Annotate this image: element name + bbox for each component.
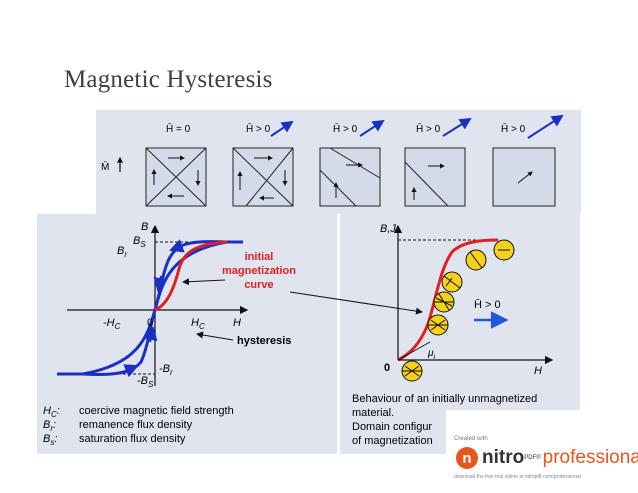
domain-box-5 — [492, 147, 556, 207]
domain-circle-3 — [433, 291, 455, 313]
domain-circle-4 — [441, 271, 463, 293]
state-label-1: H̄ = 0 — [166, 122, 191, 135]
m-label: M̄ — [101, 160, 109, 173]
field-arrow-1 — [270, 120, 294, 137]
domain-circle-5 — [465, 249, 487, 271]
nitro-watermark: Created with n nitro PDF® professional d… — [446, 410, 638, 490]
hysteresis-panel: B H BS Br -HC 0 HC -Br -BS initial magne… — [37, 214, 337, 454]
legend-desc-br: remanence flux density — [79, 419, 193, 431]
initial-pointer — [182, 278, 226, 286]
domain-box-4 — [404, 147, 466, 207]
domain-circle-2 — [427, 314, 449, 336]
nitro-logo-icon: n — [456, 447, 478, 469]
hyst-zero-label: 0 — [147, 317, 153, 329]
domain-box-2 — [232, 147, 294, 207]
hysteresis-label: hysteresis — [237, 335, 291, 347]
watermark-brand: n nitro PDF® professional — [456, 447, 638, 469]
mag-initial-curve — [397, 238, 499, 362]
hysteresis-chart: B H BS Br -HC 0 HC -Br -BS initial magne… — [43, 221, 296, 447]
initial-curve — [154, 240, 228, 312]
domain-circle-6 — [493, 239, 515, 261]
state-label-5: H̄ > 0 — [501, 122, 526, 135]
initial-label-line-3: curve — [244, 279, 273, 291]
watermark-nitro: nitro — [482, 447, 525, 468]
initial-label-line-2: magnetization — [222, 265, 296, 277]
caption-line-4: of magnetization — [352, 435, 433, 447]
mu-tangent — [397, 341, 431, 361]
field-arrow-3 — [442, 117, 472, 137]
neg-br-label: -Br — [159, 363, 173, 377]
mag-axis-x-label: H — [534, 365, 542, 377]
loop-arrow-right — [143, 326, 158, 343]
legend-symbol-bs: Bs: — [43, 433, 57, 447]
legend-symbol-hc: HC: — [43, 405, 60, 419]
mag-axis-y-label: B,J — [380, 223, 396, 235]
watermark-pdf: PDF® — [524, 455, 541, 461]
caption-line-3: Domain configur — [352, 421, 432, 433]
legend-symbol-br: Br: — [43, 419, 56, 433]
domain-diagram: H̄ = 0 H̄ > 0 H̄ > 0 H̄ > 0 H̄ > 0 M̄ — [101, 114, 564, 207]
hysteresis-pointer — [196, 331, 234, 341]
magnetization-chart: μi B,J H 0 H̄ > 0 — [352, 223, 554, 447]
neg-hc-label: -HC — [103, 317, 121, 331]
legend-desc-bs: saturation flux density — [79, 433, 186, 445]
watermark-created: Created with — [454, 436, 488, 442]
watermark-professional: professional — [542, 447, 638, 468]
neg-bs-label: -BS — [137, 375, 154, 389]
domain-circle-1 — [401, 360, 423, 382]
mu-label: μi — [427, 348, 435, 361]
hysteresis-loop — [82, 240, 228, 376]
h-field-label: H̄ > 0 — [474, 298, 501, 311]
state-label-2: H̄ > 0 — [246, 122, 271, 135]
domain-box-3 — [319, 147, 381, 207]
loop-arrow-bottom — [122, 364, 139, 378]
bs-label: BS — [133, 235, 146, 249]
loop-arrow-top — [169, 239, 188, 253]
state-label-4: H̄ > 0 — [416, 122, 441, 135]
mag-zero-label: 0 — [384, 362, 390, 374]
slide-title: Magnetic Hysteresis — [64, 66, 273, 93]
br-label: Br — [117, 245, 127, 259]
domain-box-1 — [145, 147, 207, 207]
hyst-axis-y-label: B — [141, 221, 148, 233]
legend-desc-hc: coercive magnetic field strength — [79, 405, 234, 417]
caption-line-2: material. — [352, 407, 394, 419]
state-label-3: H̄ > 0 — [333, 122, 358, 135]
initial-label-line-1: initial — [245, 251, 274, 263]
domain-panel: H̄ = 0 H̄ > 0 H̄ > 0 H̄ > 0 H̄ > 0 M̄ — [96, 110, 581, 214]
loop-arrow-left — [153, 275, 168, 292]
field-arrow-2 — [359, 119, 385, 137]
hc-label: HC — [191, 317, 205, 331]
field-arrow-4 — [527, 114, 564, 139]
watermark-download-text: download the free trial online at nitrop… — [454, 474, 581, 480]
legend: HC: coercive magnetic field strength Br:… — [43, 405, 234, 447]
hyst-axis-x-label: H — [233, 317, 241, 329]
caption-line-1: Behaviour of an initially unmagnetized — [352, 393, 537, 405]
